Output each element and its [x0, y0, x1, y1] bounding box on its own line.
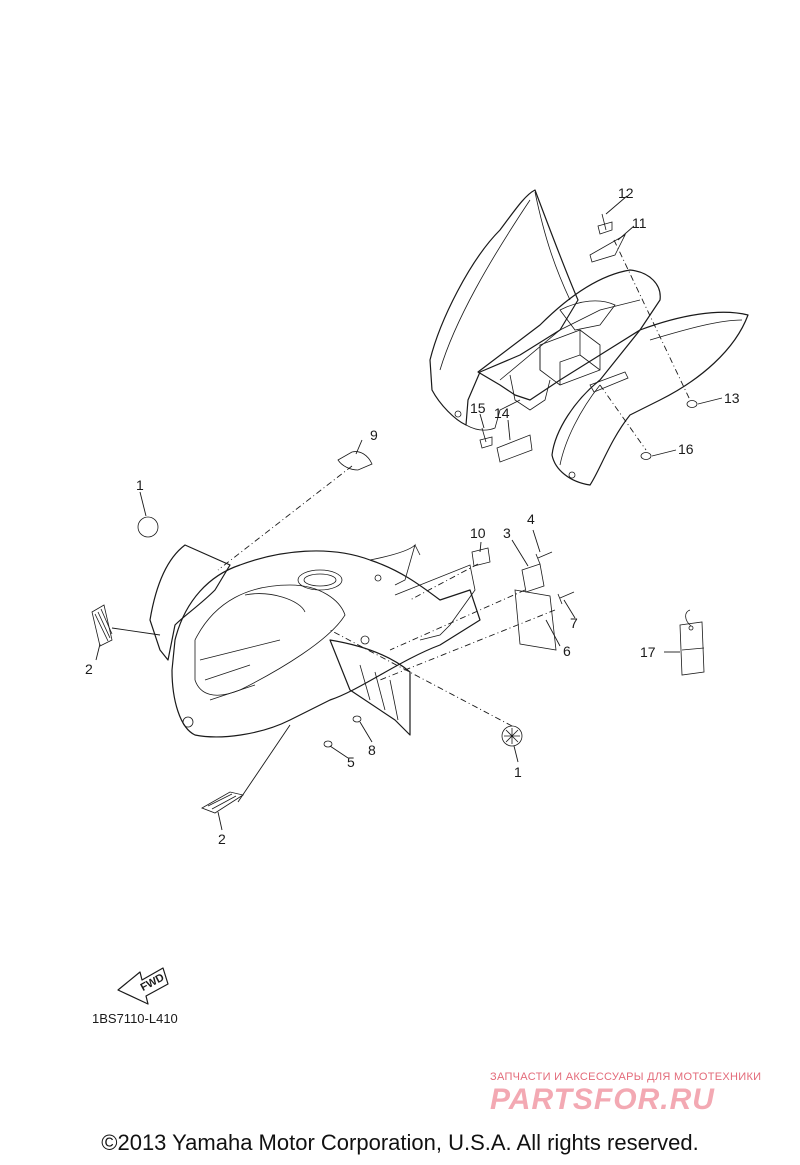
watermark-tagline: ЗАПЧАСТИ И АКСЕССУАРЫ ДЛЯ МОТОТЕХНИКИ [490, 1071, 762, 1083]
callout-3: 3 [503, 525, 511, 541]
callout-13: 13 [724, 390, 740, 406]
callout-numbers: 12 11 13 15 14 16 9 1 10 3 4 7 6 17 2 8 … [85, 185, 740, 847]
callout-14: 14 [494, 405, 510, 421]
watermark-logo: PARTSFOR.RU [490, 1083, 715, 1116]
callout-15: 15 [470, 400, 486, 416]
leader-lines [95, 195, 723, 831]
callout-6: 6 [563, 643, 571, 659]
callout-1-top: 1 [136, 477, 144, 493]
front-fender [149, 543, 481, 738]
diagram-code: 1BS7110-L410 [92, 1011, 178, 1026]
callout-12: 12 [618, 185, 634, 201]
callout-11: 11 [632, 215, 647, 231]
callout-2-bottom: 2 [218, 831, 226, 847]
callout-8: 8 [368, 742, 376, 758]
callout-4: 4 [527, 511, 535, 527]
copyright-notice: ©2013 Yamaha Motor Corporation, U.S.A. A… [101, 1130, 699, 1155]
callout-16: 16 [678, 441, 694, 457]
callout-17: 17 [640, 644, 656, 660]
callout-9: 9 [370, 427, 378, 443]
callout-7: 7 [570, 615, 578, 631]
rear-fender [429, 189, 749, 486]
callout-5: 5 [347, 754, 355, 770]
callout-2-left: 2 [85, 661, 93, 677]
callout-10: 10 [470, 525, 486, 541]
callout-1-bottom: 1 [514, 764, 522, 780]
decals-hardware [91, 451, 705, 814]
fwd-label: FWD [139, 972, 167, 994]
fwd-arrow: FWD [117, 967, 169, 1005]
